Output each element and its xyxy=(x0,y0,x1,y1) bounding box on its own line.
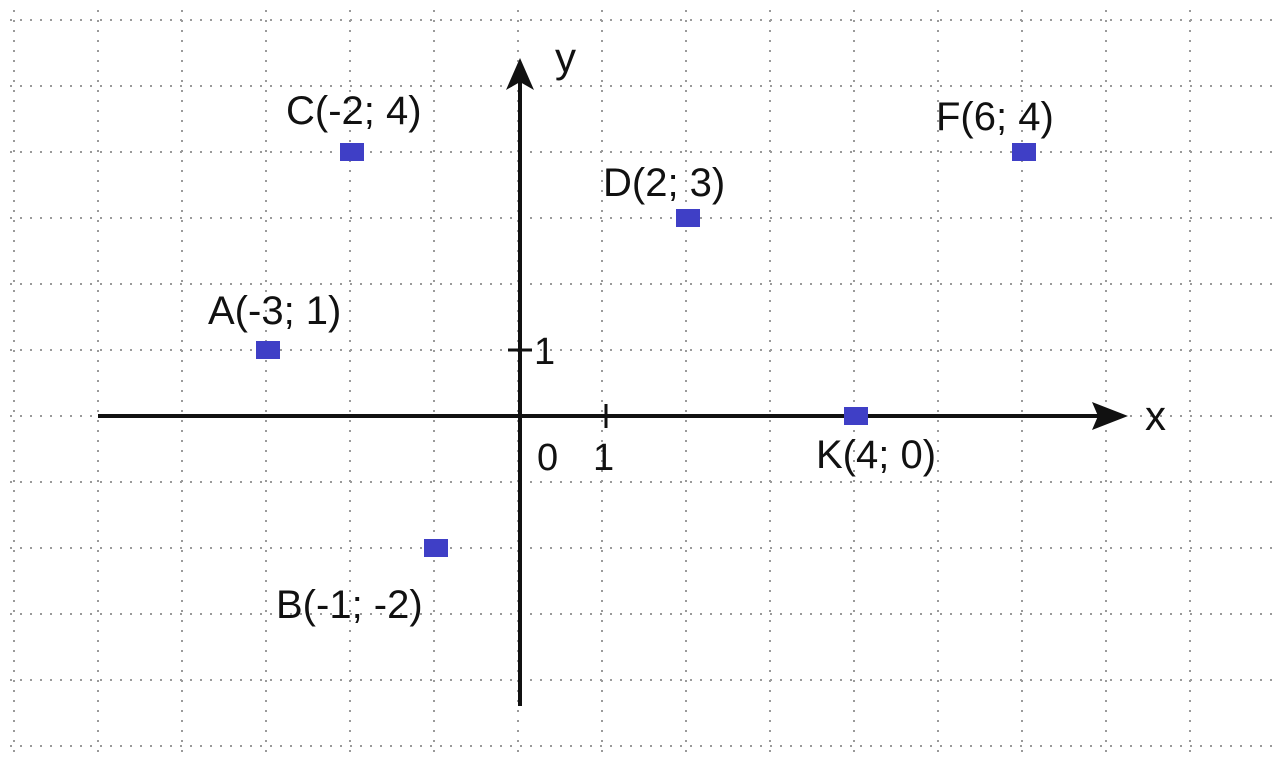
x-unit-label: 1 xyxy=(593,437,614,479)
x-axis-arrow xyxy=(1092,402,1128,430)
grid xyxy=(10,10,1272,752)
point-d-marker xyxy=(676,209,700,227)
point-b-label: B(-1; -2) xyxy=(276,583,423,627)
point-d-label: D(2; 3) xyxy=(603,161,725,205)
x-axis-label: x xyxy=(1145,392,1166,439)
point-a-label: A(-3; 1) xyxy=(208,289,341,333)
points-layer: C(-2; 4) F(6; 4) D(2; 3) A(-3; 1) K(4; 0) B(-… xyxy=(208,89,1054,627)
point-k-marker xyxy=(844,407,868,425)
y-axis-label: y xyxy=(555,34,576,81)
point-k-label: K(4; 0) xyxy=(816,433,936,477)
point-f-label: F(6; 4) xyxy=(936,95,1054,139)
point-b-marker xyxy=(424,539,448,557)
point-f-marker xyxy=(1012,143,1036,161)
y-unit-label: 1 xyxy=(534,331,555,373)
point-c-marker xyxy=(340,143,364,161)
point-c-label: C(-2; 4) xyxy=(286,89,422,133)
origin-label: 0 xyxy=(537,437,558,479)
y-axis-arrow xyxy=(506,58,534,90)
point-a-marker xyxy=(256,341,280,359)
